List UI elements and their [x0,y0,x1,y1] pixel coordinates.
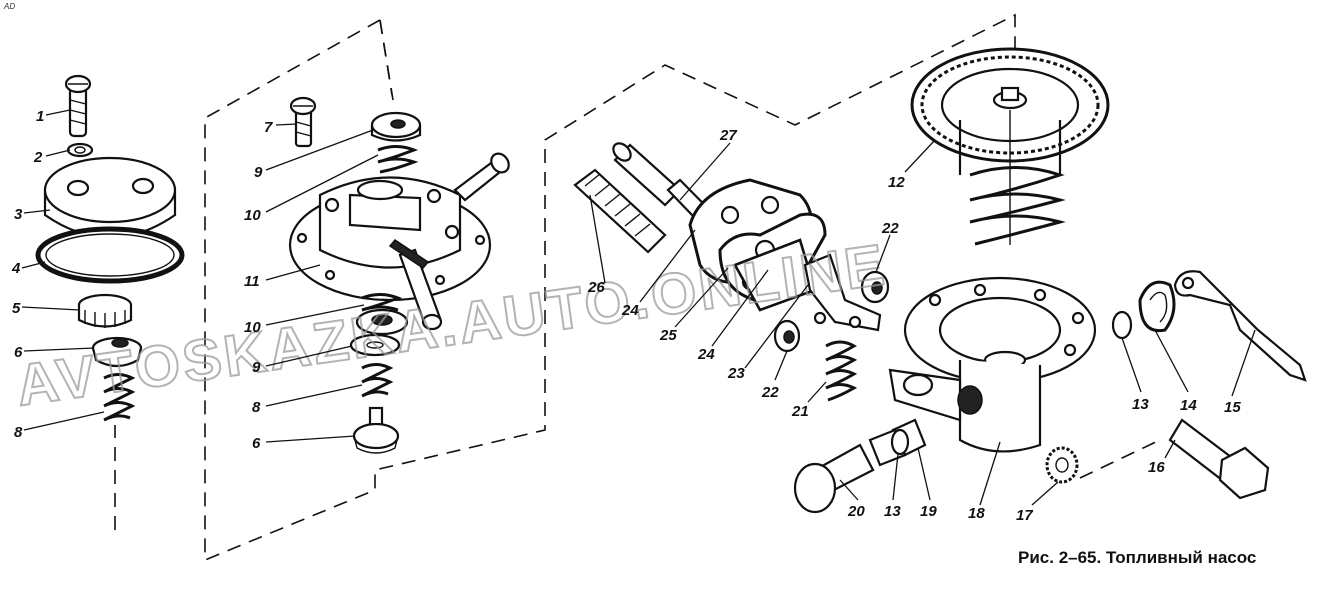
label-19: 19 [920,503,937,520]
label-24-right: 24 [697,346,715,363]
label-16: 16 [1148,459,1165,476]
filter-5 [77,293,133,328]
label-27: 27 [719,127,737,144]
label-13-bottom: 13 [884,503,901,520]
label-8-middle: 8 [252,399,261,416]
spring-8-middle [361,363,394,398]
washer-2 [66,142,94,158]
label-24-left: 24 [621,302,639,319]
spring-14 [1138,280,1176,333]
valve-seat-9-bottom [349,308,409,357]
label-6-middle: 6 [252,435,261,452]
label-2: 2 [33,149,43,166]
label-22-right: 22 [881,220,899,237]
label-26: 26 [587,279,605,296]
ring-13-right [1111,310,1133,340]
frame-middle-stub [379,19,394,101]
bushing-22-left [773,319,801,353]
screw-1 [64,74,92,138]
valve-6-middle [352,406,400,454]
ring-13-bottom [868,428,910,467]
label-4: 4 [11,260,21,277]
corner-mark: AD [4,2,16,11]
label-20: 20 [847,503,865,520]
spring-10-top [377,145,419,174]
spring-8-left [103,373,136,422]
label-8-left: 8 [14,424,23,441]
label-17: 17 [1016,507,1033,524]
figure-caption: Рис. 2–65. Топливный насос [1018,548,1257,567]
lever-arm-23 [803,253,882,332]
screw-7 [289,96,317,148]
bushing-22-right [860,270,890,304]
washer-17 [1045,446,1079,484]
housing-18 [888,276,1097,453]
bolt-16 [1168,418,1270,500]
frame-middle-outline [204,13,1016,562]
label-9-top: 9 [254,164,263,181]
label-23: 23 [727,365,745,382]
label-3: 3 [14,206,23,223]
valve-seat-9-top [370,111,422,142]
label-18: 18 [968,505,985,522]
label-7: 7 [264,119,273,136]
label-25: 25 [659,327,677,344]
label-6-left: 6 [14,344,23,361]
label-11: 11 [244,273,260,290]
lever-15 [1173,270,1307,382]
label-21: 21 [791,403,809,420]
label-22-left: 22 [761,384,779,401]
diaphragm-12 [910,47,1110,175]
frame-bolt-link [1079,439,1161,479]
cover-3 [43,156,177,239]
leader-lines [21,109,1256,506]
label-10-top: 10 [244,207,261,224]
body-11 [288,152,510,331]
label-13-right: 13 [1132,396,1149,413]
label-12: 12 [888,174,905,191]
label-15: 15 [1224,399,1241,416]
diaphragm-spring [969,110,1066,246]
label-5: 5 [12,300,21,317]
gasket-4 [35,226,185,284]
label-9-bottom: 9 [252,359,261,376]
pin-20 [793,443,875,514]
spring-10-bottom [361,293,403,312]
label-10-bottom: 10 [244,319,261,336]
label-14: 14 [1180,397,1197,414]
spring-21 [825,340,858,402]
rod-26 [573,168,667,254]
label-1: 1 [36,108,44,125]
